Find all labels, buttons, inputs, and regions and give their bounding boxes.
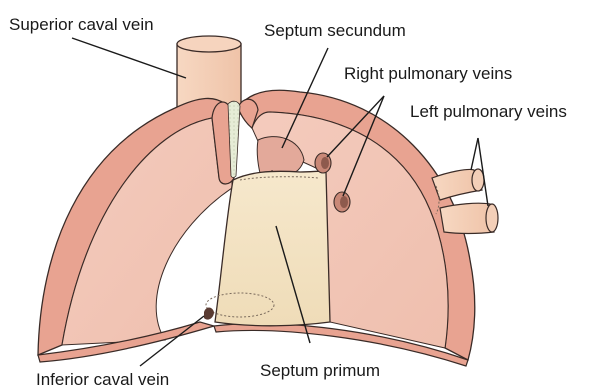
label-inferior-caval-vein: Inferior caval vein xyxy=(36,371,169,388)
label-right-pulmonary-veins: Right pulmonary veins xyxy=(344,65,512,82)
label-septum-primum: Septum primum xyxy=(260,362,380,379)
label-superior-caval-vein: Superior caval vein xyxy=(9,16,154,33)
label-septum-secundum: Septum secundum xyxy=(264,22,406,39)
label-left-pulmonary-veins: Left pulmonary veins xyxy=(410,103,567,120)
leader-superior-caval-vein xyxy=(72,38,186,78)
leader-left-pulmonary-veins-1 xyxy=(471,138,478,170)
